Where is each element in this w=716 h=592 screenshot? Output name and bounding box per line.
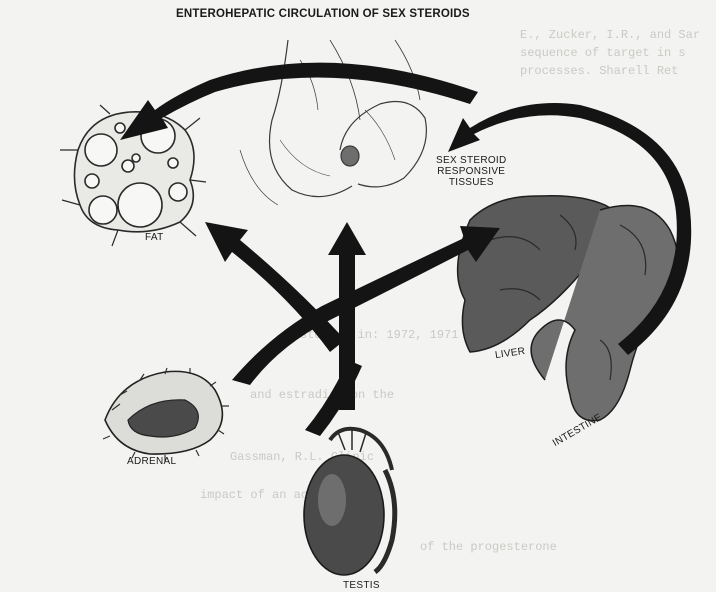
label-adrenal: ADRENAL: [127, 456, 176, 467]
adrenal-illustration: [103, 368, 229, 461]
label-sex-steroid-responsive-tissues: SEX STEROID RESPONSIVE TISSUES: [436, 155, 507, 188]
label-tissues-line-3: TISSUES: [436, 177, 507, 188]
testis-illustration: [304, 429, 395, 575]
label-tissues-line-2: RESPONSIVE: [436, 166, 507, 177]
arrow-from-adrenal: [232, 226, 500, 385]
label-tissues-line-1: SEX STEROID: [436, 155, 507, 166]
label-testis: TESTIS: [343, 580, 380, 591]
label-fat: FAT: [145, 232, 164, 243]
diagram-title: ENTEROHEPATIC CIRCULATION OF SEX STEROID…: [176, 9, 470, 20]
arrow-to-fat-lower: [205, 222, 345, 352]
